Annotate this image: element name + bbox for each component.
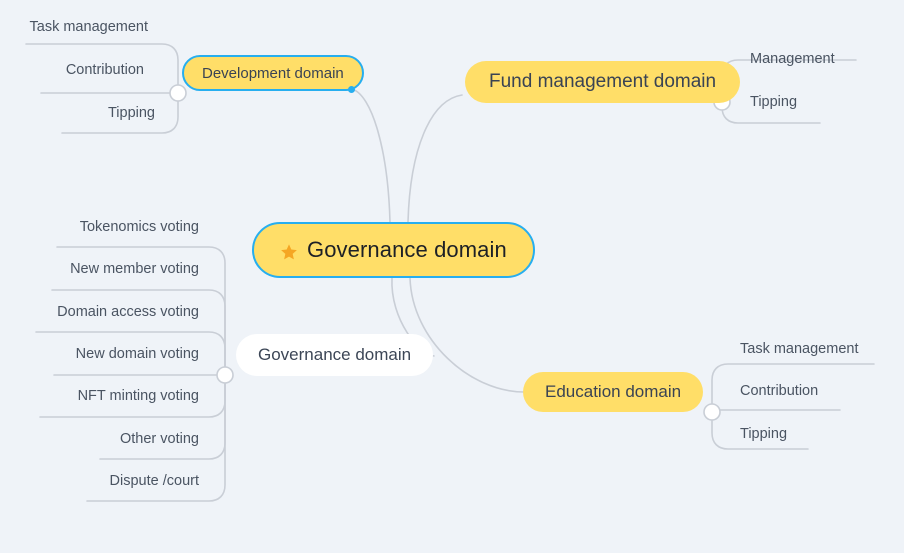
root-node[interactable]: Governance domain (252, 222, 535, 278)
leaf-label: Contribution (65, 62, 144, 78)
leaf-label: New domain voting (75, 346, 199, 362)
branch-node-education-domain[interactable]: Education domain (523, 372, 704, 412)
leaf-fund-tipping[interactable]: Tipping (750, 95, 797, 110)
leaf-governance-new-domain-voting[interactable]: New domain voting (0, 347, 199, 362)
branch-label: Education domain (545, 382, 682, 401)
leaf-development-task-management[interactable]: Task management (0, 20, 148, 35)
branch-node-fund-management-domain[interactable]: Fund management domain (465, 61, 741, 103)
branch-node-development-domain[interactable]: Development domain (182, 55, 364, 91)
leaf-governance-domain-access-voting[interactable]: Domain access voting (0, 305, 199, 320)
leaf-education-task-management[interactable]: Task management (740, 342, 858, 357)
leaf-label: Tokenomics voting (79, 219, 199, 235)
wire-root-education (409, 277, 525, 393)
junction-governance (216, 366, 234, 384)
wire-gov-newmember (51, 289, 226, 376)
root-label: Governance domain (307, 237, 507, 262)
leaf-label: Tipping (750, 94, 798, 110)
wire-root-fund (407, 94, 463, 223)
leaf-governance-tokenomics-voting[interactable]: Tokenomics voting (0, 220, 199, 235)
star-icon (280, 241, 298, 260)
leaf-label: Domain access voting (57, 304, 199, 320)
leaf-label: Other voting (120, 431, 199, 447)
leaf-fund-management[interactable]: Management (750, 52, 835, 67)
leaf-governance-dispute-court[interactable]: Dispute /court (0, 474, 199, 489)
junction-development (169, 84, 187, 102)
leaf-education-contribution[interactable]: Contribution (740, 384, 818, 399)
wire-root-development (351, 88, 391, 223)
junction-education (703, 403, 721, 421)
leaf-governance-new-member-voting[interactable]: New member voting (0, 262, 199, 277)
anchor-dot-development (348, 86, 355, 93)
leaf-label: New member voting (70, 261, 199, 277)
leaf-label: Tipping (107, 105, 155, 121)
leaf-label: Contribution (740, 383, 819, 399)
branch-label: Development domain (202, 64, 344, 82)
leaf-label: Management (750, 51, 835, 67)
leaf-label: Tipping (740, 426, 788, 442)
leaf-development-contribution[interactable]: Contribution (0, 63, 144, 78)
branch-node-governance-domain-sub[interactable]: Governance domain (236, 334, 434, 376)
leaf-governance-other-voting[interactable]: Other voting (0, 432, 199, 447)
branch-label: Fund management domain (489, 71, 717, 92)
wire-edu-contribution (711, 409, 841, 413)
leaf-governance-nft-minting-voting[interactable]: NFT minting voting (0, 389, 199, 404)
branch-label: Governance domain (258, 345, 412, 364)
leaf-education-tipping[interactable]: Tipping (740, 427, 787, 442)
leaf-label: Dispute /court (109, 473, 199, 489)
leaf-label: NFT minting voting (77, 388, 199, 404)
leaf-label: Task management (740, 341, 859, 357)
leaf-development-tipping[interactable]: Tipping (0, 106, 155, 121)
leaf-label: Task management (29, 19, 148, 35)
